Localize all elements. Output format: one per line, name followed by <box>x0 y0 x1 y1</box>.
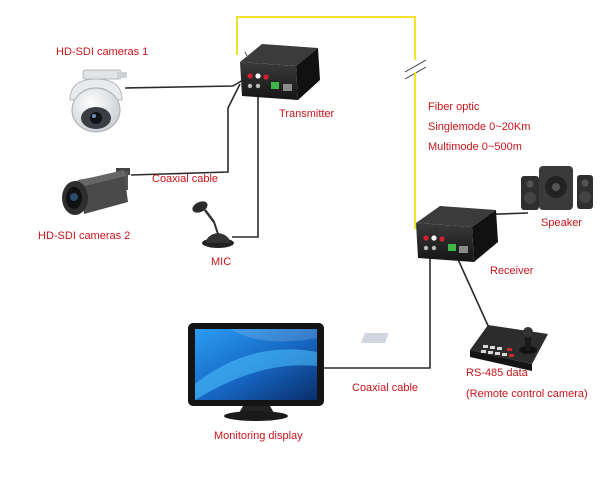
coax-cable-monitor <box>323 248 431 369</box>
ptz-control-keyboard-icon <box>361 325 548 371</box>
fiber-optic-line <box>414 72 425 229</box>
transmitter-icon <box>240 44 320 100</box>
coax-cable-label-bottom: Coaxial cable <box>352 382 419 394</box>
monitor-label: Monitoring display <box>214 430 303 442</box>
fiber-multimode-label: Multimode 0~500m <box>428 141 522 153</box>
speaker-icon <box>521 166 593 210</box>
coax-cable-camera1 <box>124 79 244 89</box>
keyboard-label-line2: (Remote control camera) <box>466 388 588 400</box>
fiber-break-mark <box>404 59 427 73</box>
ptz-dome-camera-icon <box>69 69 127 133</box>
coax-cable-label-top: Coaxial cable <box>152 173 219 185</box>
mic-cable <box>232 84 259 238</box>
mic-label: MIC <box>211 256 232 268</box>
receiver-icon <box>416 206 498 262</box>
monitor-icon <box>188 323 324 421</box>
keyboard-label-line1: RS-485 data <box>466 367 528 379</box>
camera2-label: HD-SDI cameras 2 <box>38 230 131 242</box>
bullet-camera-icon <box>62 168 130 215</box>
rs485-cable <box>455 254 491 331</box>
camera1-label: HD-SDI cameras 1 <box>56 46 149 58</box>
fiber-optic-label: Fiber optic <box>428 101 480 113</box>
transmitter-label: Transmitter <box>279 108 335 120</box>
fiber-optic-line <box>236 16 416 60</box>
microphone-icon <box>192 201 234 248</box>
coax-cable-camera2 <box>130 83 241 176</box>
receiver-label: Receiver <box>490 265 534 277</box>
speaker-label: Speaker <box>541 217 582 229</box>
fiber-singlemode-label: Singlemode 0~20Km <box>428 121 531 133</box>
